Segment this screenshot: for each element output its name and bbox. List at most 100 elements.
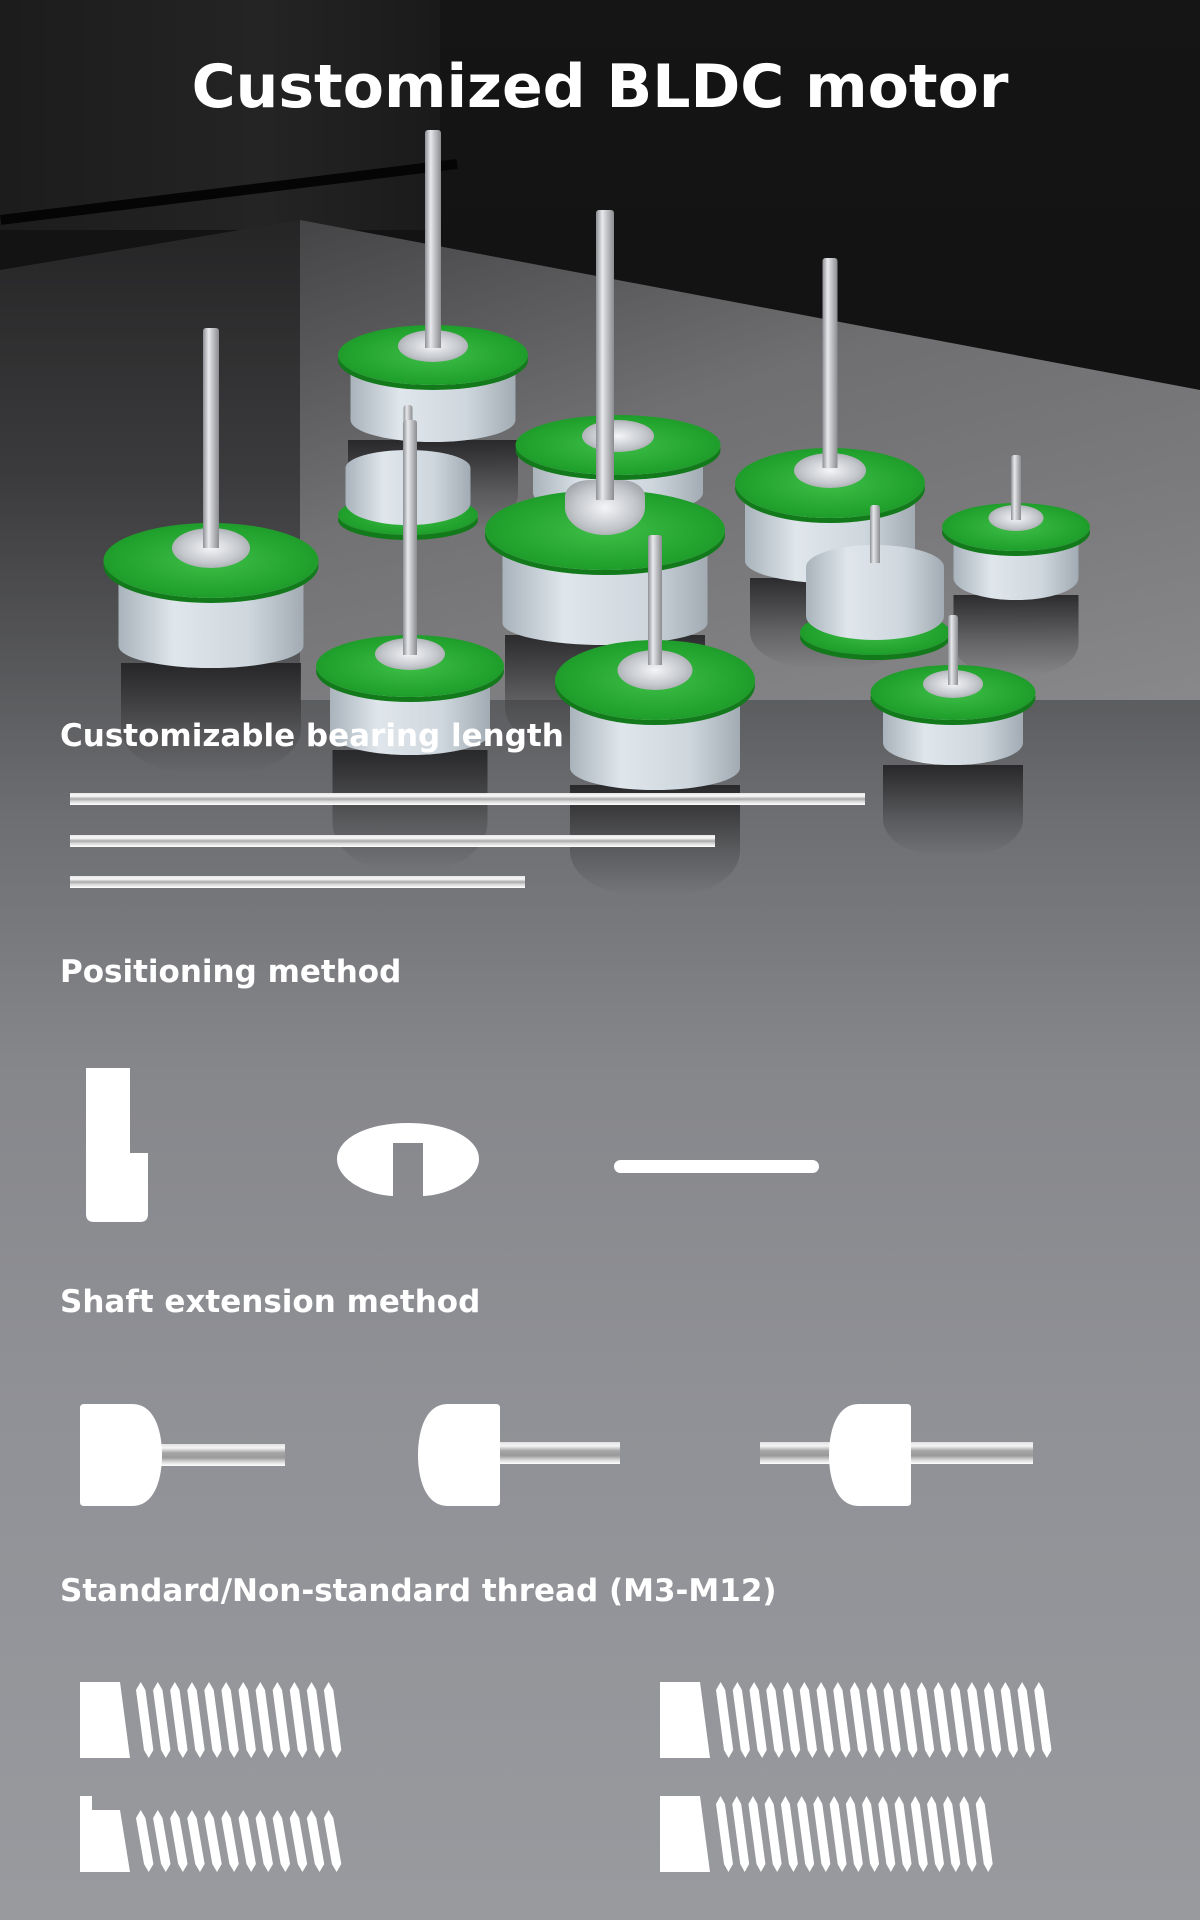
thread-tooth <box>984 1682 1002 1758</box>
thread-tooth <box>238 1810 256 1872</box>
motor-reflection <box>120 663 301 773</box>
thread-shank <box>80 1796 130 1872</box>
thread-tooth <box>732 1796 750 1872</box>
thread-tooth <box>323 1682 342 1758</box>
thread-tooth <box>764 1796 782 1872</box>
motor-front-right-small <box>870 615 1035 855</box>
motor-small-far-right <box>942 455 1090 675</box>
motor-hub <box>581 420 654 452</box>
thread-tooth <box>850 1682 868 1758</box>
thread-short-icon <box>80 1682 342 1758</box>
shaft-head <box>829 1404 911 1506</box>
thread-tooth <box>136 1682 154 1758</box>
thread-tooth <box>748 1796 766 1872</box>
thread-tooth <box>306 1810 325 1872</box>
motor-shaft <box>202 328 219 548</box>
thread-tooth <box>866 1682 884 1758</box>
thread-shank <box>660 1682 710 1758</box>
thread-tooth <box>845 1796 863 1872</box>
thread-tooth <box>813 1796 831 1872</box>
thread-tooth <box>187 1682 205 1758</box>
motor-front-center <box>555 535 755 895</box>
motor-tall-threaded-center <box>485 210 725 755</box>
flat-bar-icon <box>614 1160 819 1173</box>
thread-tooth <box>927 1796 944 1872</box>
thread-tooth <box>170 1682 188 1758</box>
motor-shaft <box>403 420 417 655</box>
thread-tooth <box>829 1796 847 1872</box>
thread-tooth <box>204 1682 222 1758</box>
thread-tooth <box>967 1682 985 1758</box>
thread-tooth <box>959 1796 977 1872</box>
bearing-bar-short <box>70 876 525 888</box>
motor-reflection <box>882 765 1023 855</box>
thread-tooth <box>1034 1682 1052 1758</box>
shaft-rod-right <box>908 1442 1033 1464</box>
motor-shaft <box>648 535 662 665</box>
page-title: Customized BLDC motor <box>191 52 1009 122</box>
thread-tooth <box>862 1796 880 1872</box>
thread-tooth <box>221 1810 239 1872</box>
thread-tooth <box>153 1682 171 1758</box>
thread-tooth <box>716 1682 734 1758</box>
shaft-rod <box>160 1444 285 1466</box>
thread-tooth <box>153 1810 171 1872</box>
shaft-rod <box>498 1442 620 1464</box>
shaft-head <box>80 1404 162 1506</box>
thread-long-icon <box>660 1682 1052 1758</box>
thread-shank <box>80 1682 130 1758</box>
thread-shank <box>660 1796 710 1872</box>
thread-tooth <box>894 1796 912 1872</box>
shaft-rod-left <box>760 1442 832 1464</box>
thread-tooth <box>878 1796 896 1872</box>
thread-tooth <box>136 1810 154 1872</box>
thread-tooth <box>306 1682 325 1758</box>
thread-tooth <box>1017 1682 1035 1758</box>
motor-front-center-left <box>316 420 504 870</box>
section-label-bearing-length: Customizable bearing length <box>60 718 564 754</box>
thread-tooth <box>255 1682 273 1758</box>
thread-tooth <box>816 1682 834 1758</box>
bearing-bar-medium <box>70 835 715 847</box>
thread-tooth <box>910 1796 928 1872</box>
thread-tooth <box>732 1682 750 1758</box>
thread-tooth <box>780 1796 798 1872</box>
motor-shaft <box>596 210 614 500</box>
thread-tooth <box>238 1682 256 1758</box>
motor-shaft <box>947 615 958 685</box>
shaft-head <box>418 1404 500 1506</box>
thread-tooth <box>933 1682 951 1758</box>
thread-tooth <box>716 1796 733 1872</box>
thread-tooth <box>900 1682 918 1758</box>
thread-tooth <box>799 1682 817 1758</box>
motor-reflection <box>953 595 1079 675</box>
thread-tooth <box>1000 1682 1018 1758</box>
thread-tooth <box>272 1810 291 1872</box>
thread-tooth <box>943 1796 961 1872</box>
thread-tooth <box>917 1682 935 1758</box>
section-label-positioning: Positioning method <box>60 954 402 990</box>
motor-shaft <box>822 258 838 468</box>
section-label-shaft-extension: Shaft extension method <box>60 1284 481 1320</box>
thread-tooth <box>323 1810 342 1872</box>
thread-tooth <box>833 1682 851 1758</box>
thread-tooth <box>272 1682 291 1758</box>
thread-tooth <box>289 1810 308 1872</box>
motor-shaft <box>1011 455 1021 520</box>
section-label-thread: Standard/Non-standard thread (M3-M12) <box>60 1573 777 1609</box>
motor-shaft <box>870 505 880 563</box>
motor-front-left <box>103 328 318 773</box>
thread-tooth <box>883 1682 901 1758</box>
bearing-bar-long <box>70 793 865 805</box>
thread-stepped-icon <box>80 1796 342 1872</box>
thread-tooth <box>749 1682 767 1758</box>
thread-tooth <box>204 1810 222 1872</box>
thread-tooth <box>187 1810 205 1872</box>
stepped-shaft-icon <box>86 1068 148 1222</box>
thread-medium-icon <box>660 1796 993 1872</box>
slotted-disc-icon <box>337 1123 479 1196</box>
motor-white-can-right <box>800 505 950 655</box>
thread-tooth <box>255 1810 273 1872</box>
thread-tooth <box>289 1682 308 1758</box>
thread-tooth <box>221 1682 239 1758</box>
